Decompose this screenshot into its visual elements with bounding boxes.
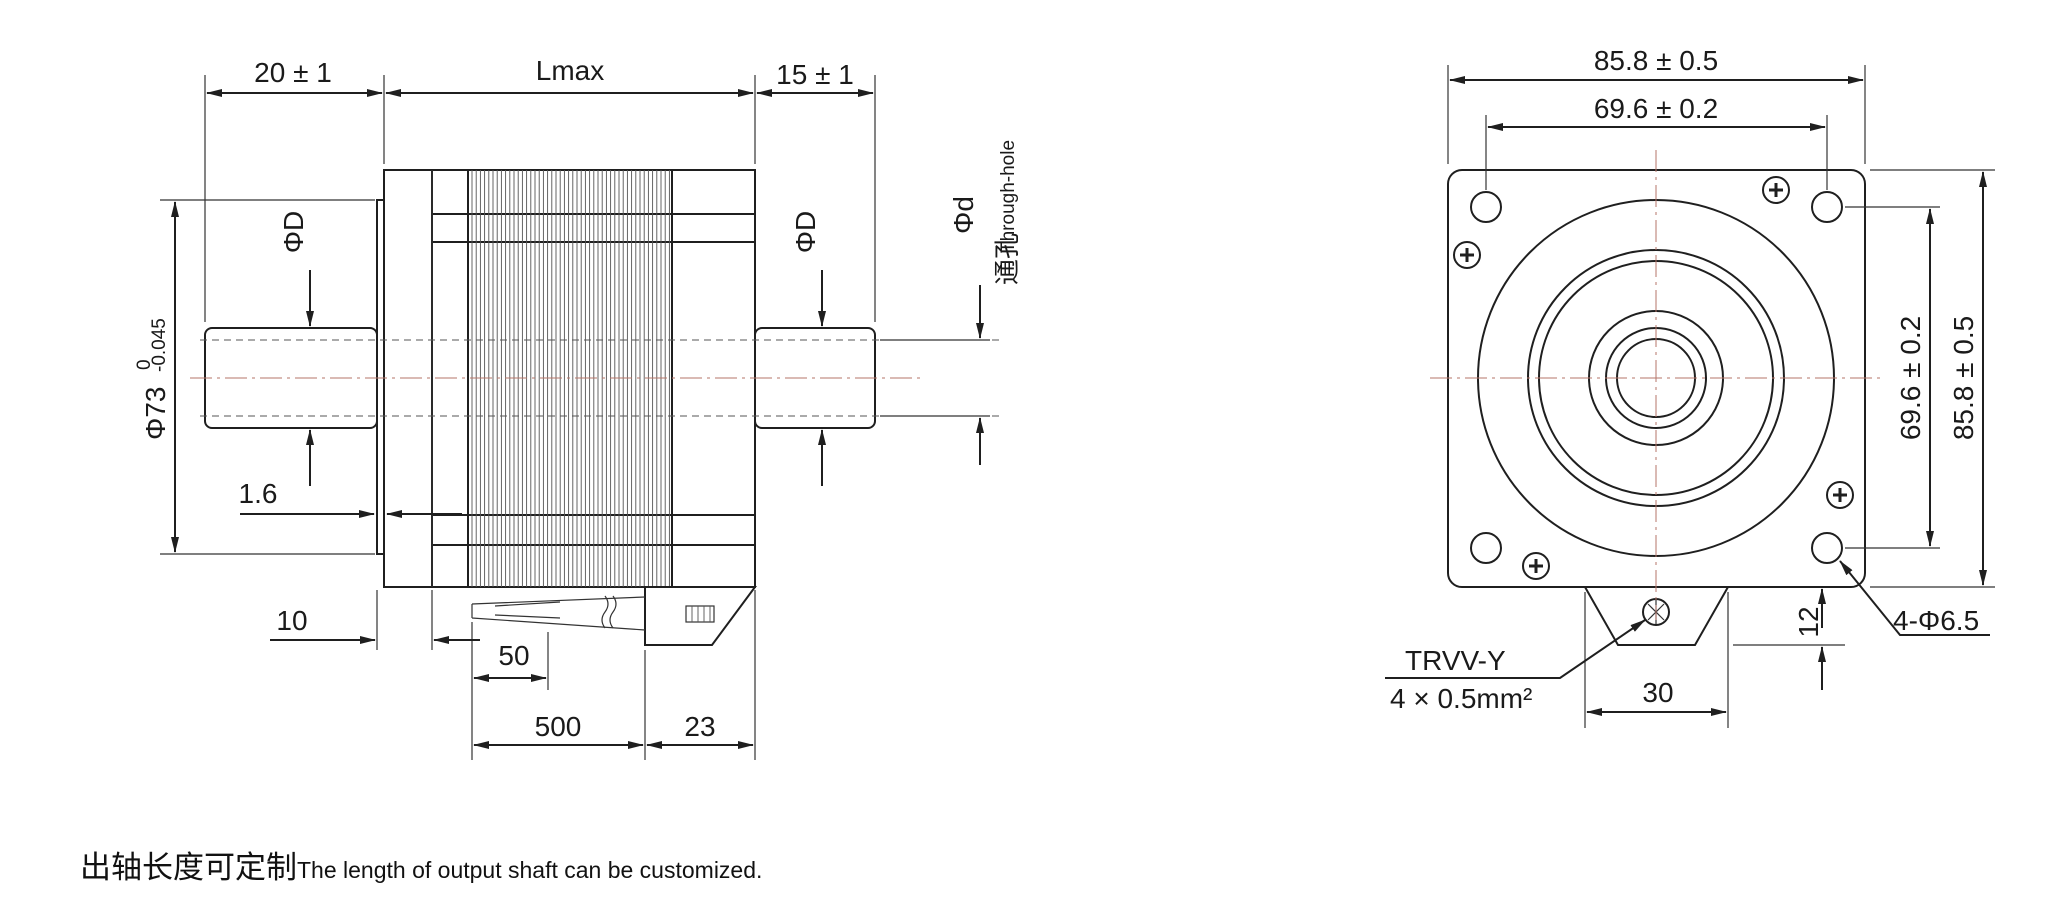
screw-head <box>1826 481 1854 509</box>
dim-pilot-tol-upper: 0 <box>134 359 155 370</box>
cable-spec: 4 × 0.5mm² <box>1390 683 1532 714</box>
label-rear-shaft-dia: ΦD <box>790 211 821 254</box>
dim-cable-strip: 50 <box>498 640 529 671</box>
dim-front-shaft-length: 20 ± 1 <box>254 57 332 88</box>
footnote-en: The length of output shaft can be custom… <box>297 857 763 883</box>
screw-head <box>1453 241 1481 269</box>
dim-overall-height: 85.8 ± 0.5 <box>1948 316 1979 440</box>
footnote-cn: 出轴长度可定制 <box>80 850 297 886</box>
label-through-hole-cn: 通孔 <box>992 233 1022 285</box>
dim-outlet-height: 12 <box>1793 606 1824 637</box>
dim-pilot-depth: 1.6 <box>239 478 278 509</box>
side-view: 20 ± 1 Lmax 15 ± 1 ΦD ΦD Φd 通孔 Through-h… <box>134 55 1022 760</box>
pilot-boss <box>376 199 385 555</box>
label-through-hole-dia: Φd <box>948 196 979 234</box>
dim-body-length: Lmax <box>536 55 604 86</box>
screw-head <box>1762 176 1790 204</box>
mount-hole-tl <box>1470 191 1502 223</box>
mount-hole-br <box>1811 532 1843 564</box>
label-front-shaft-dia: ΦD <box>278 211 309 254</box>
dim-cable-length: 500 <box>535 711 582 742</box>
dim-hole-dia: 4-Φ6.5 <box>1893 605 1979 636</box>
dim-flange-thickness: 10 <box>276 605 307 636</box>
dim-hole-spacing-h: 69.6 ± 0.2 <box>1594 93 1718 124</box>
dim-connector: 23 <box>684 711 715 742</box>
dim-hole-spacing-v: 69.6 ± 0.2 <box>1895 316 1926 440</box>
dim-pilot-tol-lower: -0.045 <box>149 318 170 372</box>
screw-head <box>1522 552 1550 580</box>
dim-overall-width: 85.8 ± 0.5 <box>1594 45 1718 76</box>
mount-hole-bl <box>1470 532 1502 564</box>
cable-type: TRVV-Y <box>1405 645 1506 676</box>
label-through-hole-en: Through-hole <box>998 140 1019 253</box>
screws <box>1453 176 1854 580</box>
front-cable-outlet <box>1583 586 1730 646</box>
dim-outlet-width: 30 <box>1642 677 1673 708</box>
cable-outlet <box>471 586 757 646</box>
front-view: 85.8 ± 0.5 69.6 ± 0.2 69.6 ± 0.2 85.8 ± … <box>1385 45 1995 728</box>
footnote: 出轴长度可定制The length of output shaft can be… <box>80 842 762 887</box>
dim-pilot-dia: Φ73 <box>140 387 171 440</box>
mount-hole-tr <box>1811 191 1843 223</box>
dim-rear-shaft-length: 15 ± 1 <box>776 59 854 90</box>
